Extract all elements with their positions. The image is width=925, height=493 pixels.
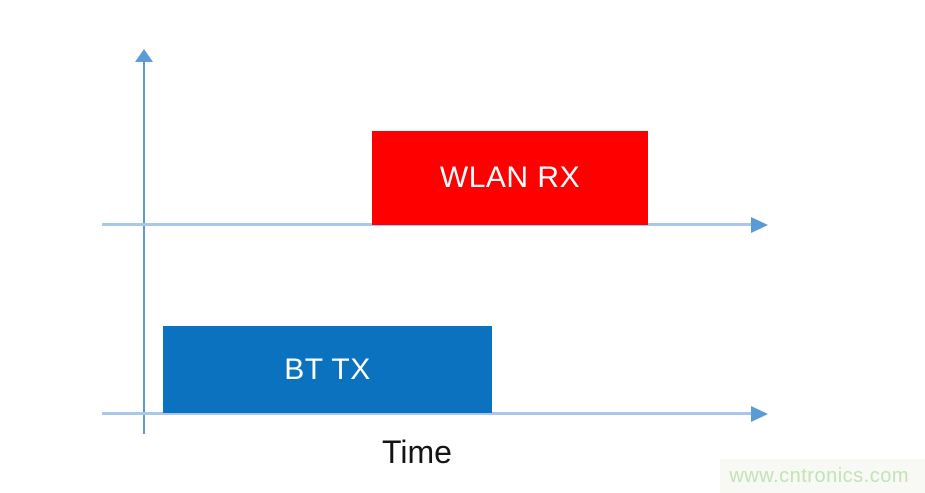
bt-tx-label: BT TX <box>284 352 371 386</box>
time-axis-title: Time <box>382 434 452 470</box>
watermark-text: www.cntronics.com <box>729 464 909 487</box>
y-axis-line <box>143 61 145 434</box>
bt-tx-pulse: BT TX <box>163 326 492 413</box>
y-axis-arrow-icon <box>135 49 153 62</box>
wlan-rx-pulse: WLAN RX <box>372 131 648 225</box>
lower-time-axis-arrow-icon <box>751 406 768 422</box>
watermark: www.cntronics.com <box>720 459 925 493</box>
lower-time-axis-line <box>102 412 753 415</box>
wlan-rx-label: WLAN RX <box>439 161 581 194</box>
upper-time-axis-arrow-icon <box>751 217 768 233</box>
